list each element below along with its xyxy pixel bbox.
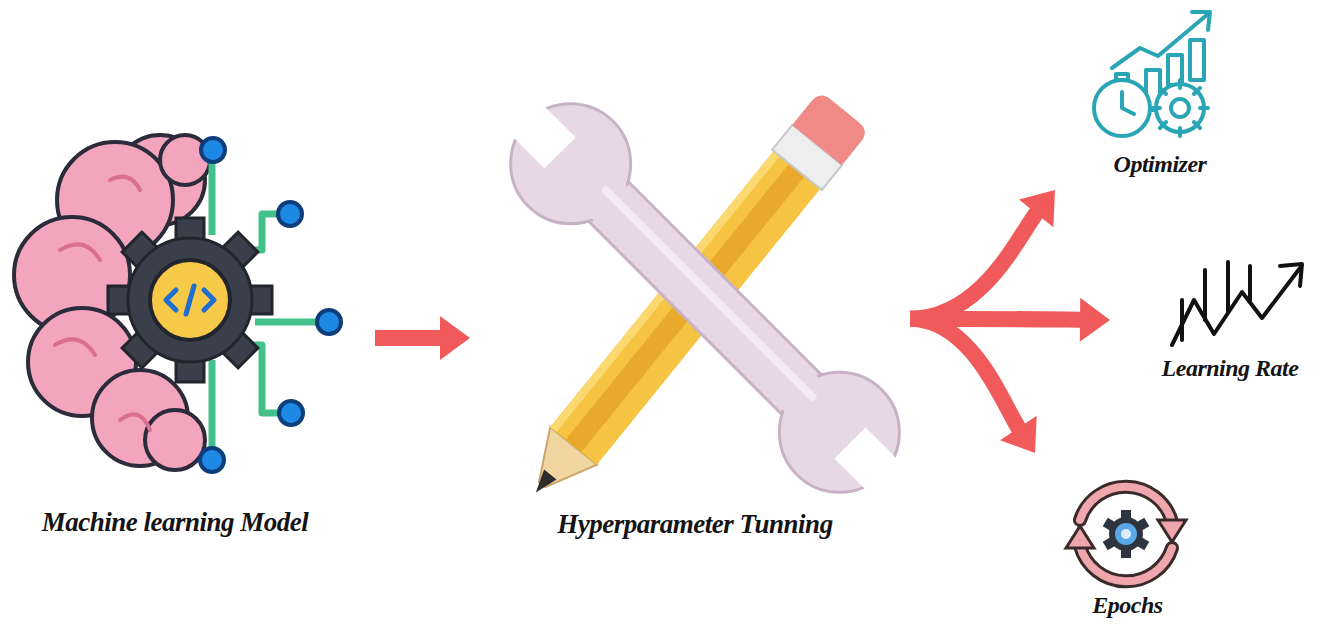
optimizer-node: Optimizer <box>1085 3 1235 177</box>
icon-space <box>1140 255 1320 355</box>
icon-space <box>1055 465 1200 592</box>
arrow-shaft <box>375 330 442 346</box>
epochs-icon <box>1066 487 1186 582</box>
flow-arrow <box>375 316 470 360</box>
flow-arrow <box>910 319 1037 453</box>
epochs-node: Epochs <box>1055 465 1200 618</box>
arrow-head <box>1019 190 1055 227</box>
node-caption: Optimizer <box>1112 151 1209 177</box>
arrow-head <box>1080 298 1110 342</box>
tuning-node: Hyperparameter Tunning <box>500 85 890 540</box>
learning-rate-icon <box>1172 262 1302 345</box>
icon-space <box>10 130 340 508</box>
learning-rate-node: Learning Rate <box>1140 255 1320 381</box>
arrow-shaft <box>910 212 1037 319</box>
gear-icon <box>108 218 272 382</box>
wrench-icon <box>477 70 932 525</box>
optimizer-icon <box>1094 12 1210 136</box>
icon-space <box>1085 3 1235 151</box>
icon-space <box>500 85 890 510</box>
model-node: Machine learning Model <box>10 130 340 538</box>
arrow-head <box>440 316 470 360</box>
node-caption: Machine learning Model <box>40 508 311 538</box>
node-caption: Hyperparameter Tunning <box>555 510 834 540</box>
node-caption: Epochs <box>1090 592 1164 618</box>
flow-arrow <box>910 190 1055 319</box>
arrow-head <box>1000 416 1037 453</box>
arrow-shaft <box>910 319 1019 430</box>
node-caption: Learning Rate <box>1160 355 1301 381</box>
